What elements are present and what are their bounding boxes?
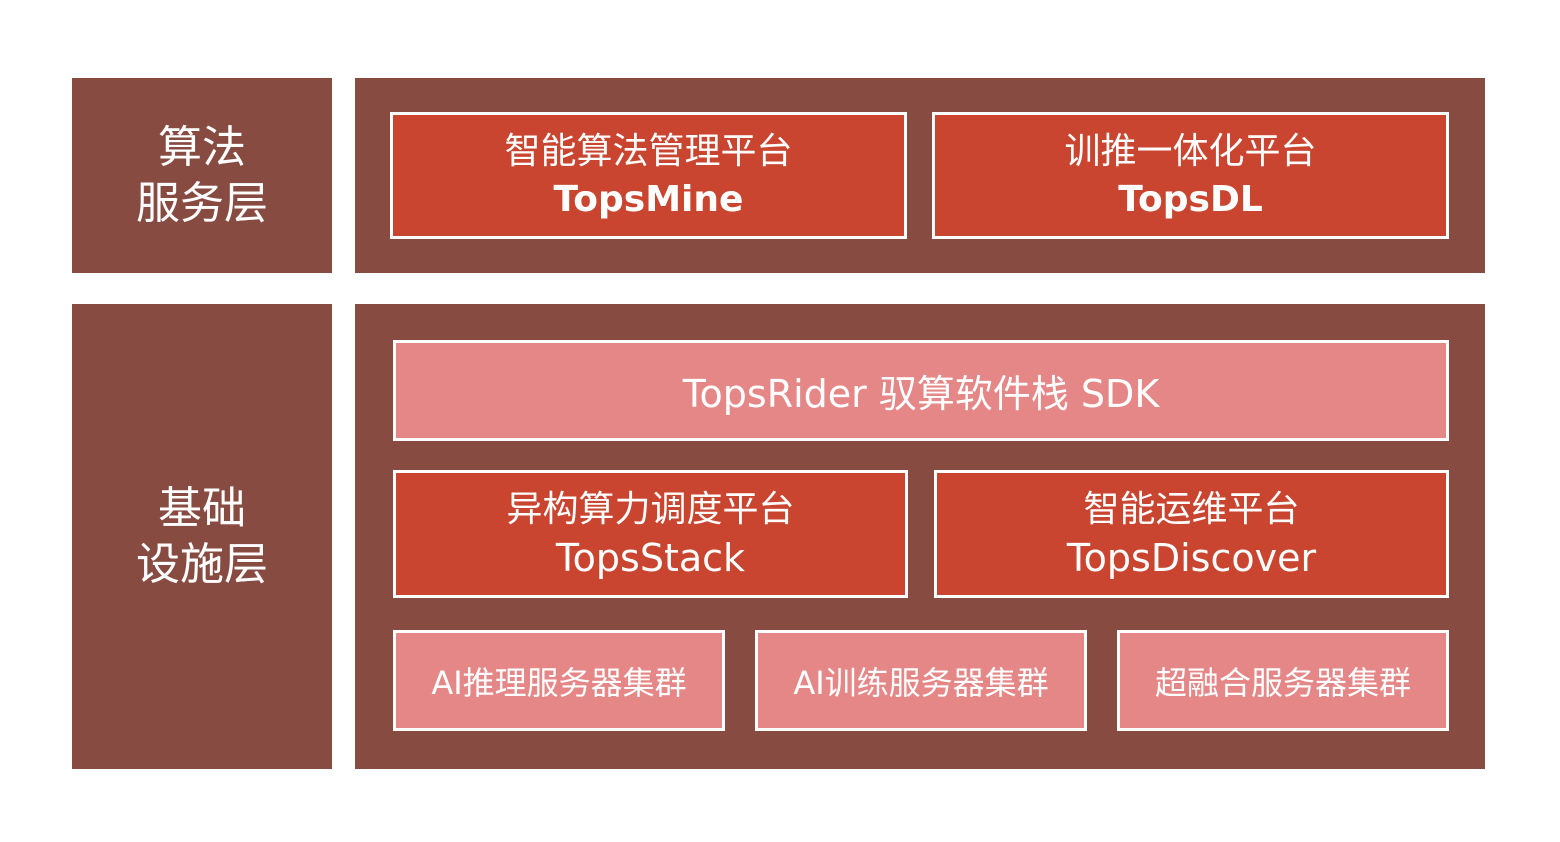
ai-training-cluster-box: AI训练服务器集群 bbox=[755, 630, 1087, 731]
topsdl-cn: 训推一体化平台 bbox=[1064, 130, 1317, 172]
infrastructure-layer-label: 基础 设施层 bbox=[72, 304, 332, 769]
topsstack-en: TopsStack bbox=[555, 536, 746, 580]
ai-inference-cluster-text: AI推理服务器集群 bbox=[431, 663, 687, 702]
topsdl-box: 训推一体化平台 TopsDL bbox=[932, 112, 1449, 239]
topsdiscover-cn: 智能运维平台 bbox=[1083, 489, 1300, 530]
topsmine-box: 智能算法管理平台 TopsMine bbox=[390, 112, 907, 239]
topsdiscover-box: 智能运维平台 TopsDiscover bbox=[934, 470, 1449, 598]
hyperconverged-cluster-box: 超融合服务器集群 bbox=[1117, 630, 1449, 731]
algorithm-layer-label-line2: 服务层 bbox=[136, 177, 268, 229]
topsrider-sdk-text: TopsRider 驭算软件栈 SDK bbox=[682, 372, 1160, 416]
algorithm-layer-label: 算法 服务层 bbox=[72, 78, 332, 273]
topsmine-cn: 智能算法管理平台 bbox=[504, 130, 793, 172]
topsstack-box: 异构算力调度平台 TopsStack bbox=[393, 470, 908, 598]
algorithm-layer-label-line1: 算法 bbox=[158, 121, 246, 173]
topsstack-cn: 异构算力调度平台 bbox=[506, 489, 795, 530]
topsdiscover-en: TopsDiscover bbox=[1066, 536, 1317, 580]
infrastructure-layer-label-line1: 基础 bbox=[158, 482, 246, 534]
infrastructure-layer-label-line2: 设施层 bbox=[136, 538, 268, 590]
ai-inference-cluster-box: AI推理服务器集群 bbox=[393, 630, 725, 731]
topsdl-en: TopsDL bbox=[1118, 178, 1263, 220]
topsmine-en: TopsMine bbox=[553, 178, 744, 220]
ai-training-cluster-text: AI训练服务器集群 bbox=[793, 663, 1049, 702]
hyperconverged-cluster-text: 超融合服务器集群 bbox=[1154, 663, 1411, 702]
topsrider-sdk-box: TopsRider 驭算软件栈 SDK bbox=[393, 340, 1449, 441]
